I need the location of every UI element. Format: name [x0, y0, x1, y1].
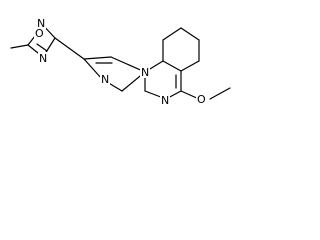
bond-methoxy-o-ch3	[209, 87, 231, 100]
bond-imidazole-c2-c3	[83, 56, 112, 60]
bond-cyclohexane-2	[162, 27, 182, 41]
atom-label-n1: N	[101, 73, 109, 86]
bond-cyclohexane-5	[180, 60, 200, 72]
bond-methyl	[10, 44, 29, 49]
bond-imidazole-n1-c2	[83, 58, 103, 80]
atom-label-n4: N	[39, 52, 47, 65]
bond-oxadiazole-c5-o1	[27, 35, 36, 46]
bond-cyclohexane-3	[180, 27, 200, 41]
bond-pyrimidine-c-c	[162, 60, 182, 72]
atom-label-n-bridge: N	[141, 66, 149, 79]
atom-label-n-pyrimidine: N	[161, 94, 169, 107]
atom-label-n2: N	[37, 17, 45, 30]
bond-oxadiazole-double-inner	[36, 43, 48, 52]
bond-imidazole-c3-n	[110, 56, 146, 73]
atom-label-o1: O	[35, 27, 44, 40]
bond-linker	[54, 37, 85, 60]
chemical-structure: O N N N N N O	[10, 17, 231, 107]
atom-label-o-methoxy: O	[197, 93, 206, 106]
